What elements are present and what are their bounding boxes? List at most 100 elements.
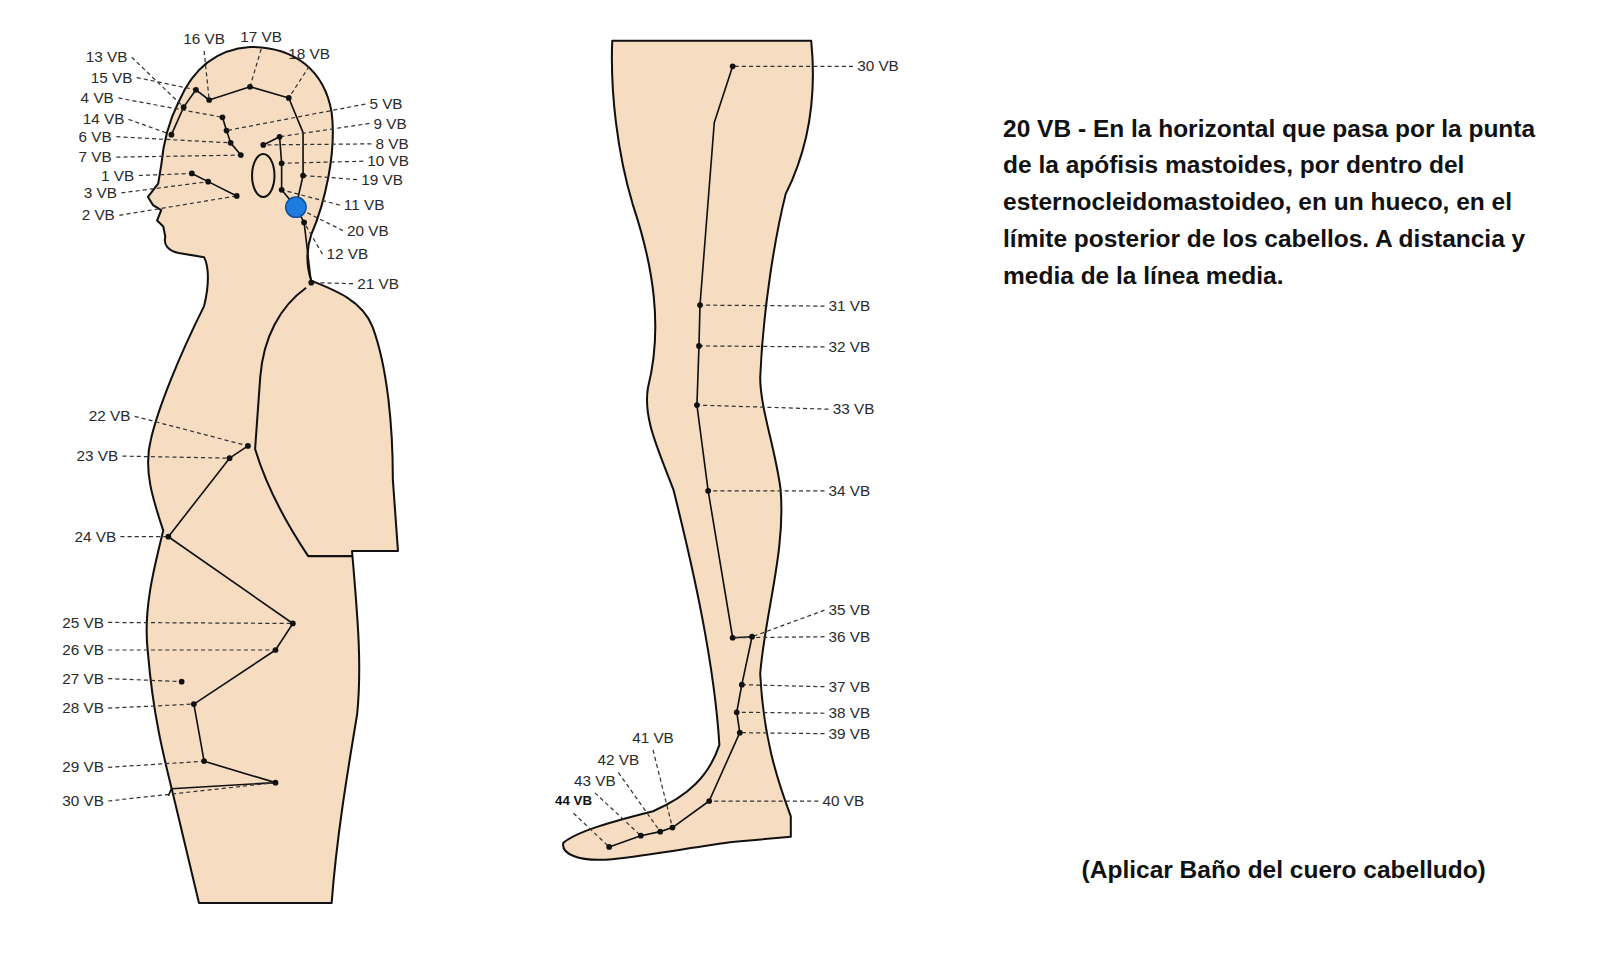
leader-line xyxy=(120,536,168,537)
acupoint-dot xyxy=(706,798,712,804)
leader-line xyxy=(121,182,208,193)
acupoint-dot xyxy=(228,140,234,146)
acupoint-dot xyxy=(300,173,306,179)
leader-line xyxy=(108,679,181,682)
leader-line xyxy=(311,283,353,284)
leader-line xyxy=(108,622,293,623)
callout-number: 8 VB xyxy=(376,135,409,153)
callout-number: 20 VB xyxy=(347,221,389,239)
leader-line xyxy=(733,66,853,67)
callout-number: 25 VB xyxy=(62,613,104,631)
callout-number: 16 VB xyxy=(183,30,225,48)
callout-number: 39 VB xyxy=(829,724,871,742)
leader-line xyxy=(139,173,192,175)
callout-number: 18 VB xyxy=(288,45,330,63)
acupoint-dot xyxy=(205,179,211,185)
callout-number: 38 VB xyxy=(829,704,871,722)
leader-line xyxy=(137,78,196,90)
acupoint-dot xyxy=(301,220,307,226)
leader-line xyxy=(595,793,641,836)
leader-line xyxy=(108,783,275,801)
leader-line xyxy=(709,800,818,801)
callout-number: 40 VB xyxy=(822,792,864,810)
leader-lines xyxy=(108,49,853,847)
acupoint-dot xyxy=(696,343,702,349)
leader-line xyxy=(708,490,824,491)
leader-line xyxy=(280,123,370,136)
acupoint-dot xyxy=(166,534,172,540)
acupoint-dot xyxy=(234,193,240,199)
leader-line xyxy=(129,119,172,134)
leader-line xyxy=(108,704,194,708)
acupoint-dot xyxy=(308,280,314,286)
acupoint-dot xyxy=(749,634,755,640)
leader-line xyxy=(737,712,825,713)
callout-number: 36 VB xyxy=(829,628,871,646)
callout-number: 23 VB xyxy=(77,447,119,465)
acupoint-dot xyxy=(206,97,212,103)
acupoint-dot xyxy=(260,142,266,148)
leader-line xyxy=(289,66,309,98)
callout-number: 15 VB xyxy=(91,68,133,86)
leader-line xyxy=(618,772,660,831)
callout-number: 9 VB xyxy=(373,114,406,132)
acupoint-dot xyxy=(730,63,736,69)
callout-number: 2 VB xyxy=(82,206,115,224)
acupoint-dot xyxy=(638,833,644,839)
acupoint-dot xyxy=(191,701,197,707)
arm-outline xyxy=(255,288,352,556)
ear xyxy=(252,154,274,197)
leg-silhouette xyxy=(563,41,813,860)
acupoint-dot xyxy=(279,160,285,166)
acupoint-dot xyxy=(694,402,700,408)
leader-line xyxy=(116,137,230,143)
callout-number: 1 VB xyxy=(101,166,134,184)
callout-number: 4 VB xyxy=(81,89,114,107)
acupoint-dot xyxy=(670,825,676,831)
leader-line xyxy=(116,155,240,157)
callout-number: 37 VB xyxy=(829,678,871,696)
acupoint-dot xyxy=(273,647,279,653)
callout-number: 28 VB xyxy=(62,699,104,717)
callout-number: 21 VB xyxy=(357,274,399,292)
callout-number: 35 VB xyxy=(829,601,871,619)
leader-line xyxy=(304,222,322,254)
callout-number: 7 VB xyxy=(79,148,112,166)
callout-number: 26 VB xyxy=(62,641,104,659)
note-text: 20 VB - En la horizontal que pasa por la… xyxy=(1003,110,1554,294)
callout-number: 33 VB xyxy=(833,400,875,418)
acupoint-dot xyxy=(737,730,743,736)
leader-line xyxy=(132,57,184,107)
acupoint-dot xyxy=(224,128,230,134)
callout-number: 13 VB xyxy=(86,48,128,66)
acupoint-dot xyxy=(181,104,187,110)
callout-number: 30 VB xyxy=(62,792,104,810)
callout-number: 22 VB xyxy=(89,407,131,425)
leader-line xyxy=(250,49,261,87)
acupoint-dot xyxy=(245,443,251,449)
acupoint-dot xyxy=(179,679,185,685)
leader-line xyxy=(700,305,824,306)
meridian-line xyxy=(609,66,752,847)
acupoint-dot xyxy=(277,134,283,140)
callout-number: 6 VB xyxy=(79,128,112,146)
callout-number: 17 VB xyxy=(240,28,282,46)
callout-number: 31 VB xyxy=(829,297,871,315)
acupoint-dot xyxy=(734,709,740,715)
callout-number: 11 VB xyxy=(344,196,385,214)
leader-line xyxy=(752,610,824,637)
leader-line xyxy=(108,649,275,650)
callout-number: 27 VB xyxy=(62,669,104,687)
leader-line xyxy=(303,176,357,180)
meridian-line xyxy=(168,446,292,796)
leader-line xyxy=(118,98,222,117)
leader-line xyxy=(733,637,825,638)
leader-line xyxy=(204,51,209,100)
callout-number: 32 VB xyxy=(829,338,871,356)
meridian-line xyxy=(171,87,311,283)
leader-line xyxy=(122,456,229,458)
acupoint-dot xyxy=(220,114,226,120)
leader-line xyxy=(119,196,236,215)
callout-number: 3 VB xyxy=(84,184,117,202)
